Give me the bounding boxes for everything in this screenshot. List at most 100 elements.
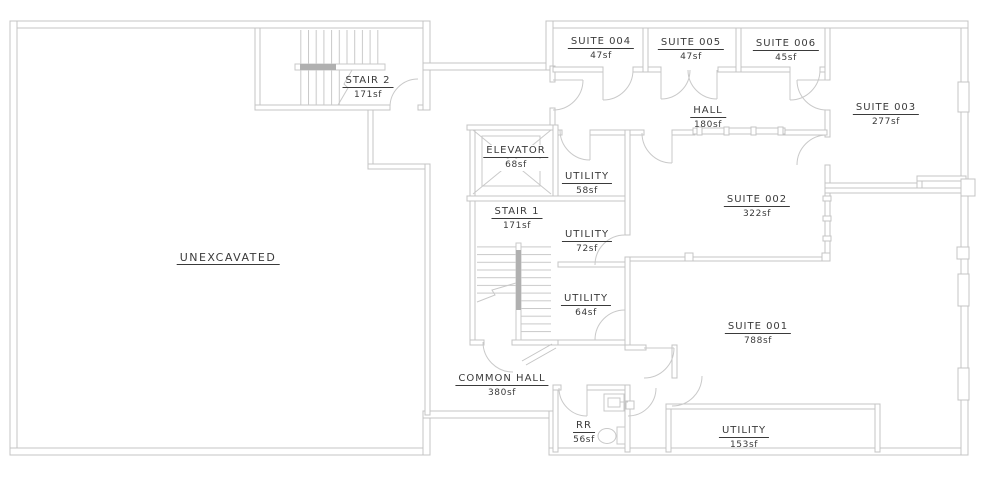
exterior-wall [9, 20, 431, 29]
interior-wall [627, 256, 828, 262]
interior-wall [824, 182, 923, 189]
door-arc-suite-005-right [687, 69, 718, 100]
interior-wall [557, 339, 631, 346]
door-arc-vestibule [627, 387, 657, 417]
exterior-wall [422, 62, 554, 71]
interior-wall [916, 175, 967, 182]
interior-wall [552, 384, 559, 453]
interior-wall [589, 129, 631, 136]
interior-wall [624, 344, 647, 351]
exterior-wall [545, 20, 969, 29]
interior-wall [469, 339, 485, 346]
stair-break-line [337, 69, 353, 106]
door-arc-stair-2 [389, 78, 419, 108]
stair-1-treads [476, 242, 551, 341]
door-arc-suite-001-entry [643, 347, 675, 379]
interior-wall [424, 163, 431, 416]
window [957, 81, 970, 113]
interior-wall [624, 256, 631, 349]
column [625, 400, 635, 410]
restroom-fixtures [597, 393, 628, 445]
window-mullion [723, 126, 730, 136]
exterior-wall [422, 410, 557, 419]
exterior-wall [9, 447, 431, 456]
interior-wall [824, 27, 831, 81]
interior-wall [735, 27, 742, 73]
interior-wall [624, 384, 631, 453]
interior-wall [367, 109, 374, 168]
door-arc-suite-006 [789, 69, 821, 101]
interior-wall [624, 129, 631, 236]
window [692, 127, 786, 135]
interior-wall [642, 27, 649, 73]
door-arc-restroom [558, 387, 588, 417]
window-mullion [822, 215, 832, 222]
door-arc-hall-west [552, 79, 584, 111]
interior-wall [586, 384, 629, 391]
interior-wall [552, 66, 604, 73]
sink-basin [607, 397, 621, 408]
interior-wall [782, 129, 828, 136]
window-mullion [696, 126, 703, 136]
window [956, 246, 970, 260]
interior-wall [665, 403, 881, 410]
interior-wall [552, 124, 559, 202]
window-mullion [822, 235, 832, 242]
toilet-tank [616, 426, 626, 445]
interior-wall [557, 261, 626, 268]
interior-wall [422, 69, 431, 111]
interior-wall [254, 27, 261, 111]
interior-wall [665, 403, 672, 453]
toilet-bowl [597, 428, 617, 444]
door-arc-stair-1 [482, 341, 514, 373]
interior-wall [552, 384, 562, 391]
door-arc-suite-001-inner [671, 375, 703, 407]
door-arc-suite-002-north [641, 132, 673, 164]
stair-2-treads [294, 30, 386, 106]
room-label-unexcavated: UNEXCAVATED [176, 250, 280, 266]
interior-wall [824, 109, 831, 138]
exterior-walls [9, 20, 969, 456]
door-arc-suite-004 [602, 69, 634, 101]
door-arc-suite-002-east [796, 134, 828, 166]
interior-wall [254, 104, 391, 111]
window-mullion [750, 126, 757, 136]
door-arc-utility-72 [594, 234, 626, 266]
door-arc-utility-58 [559, 129, 591, 161]
interior-wall [466, 124, 559, 131]
doors [389, 69, 828, 417]
interior-wall [549, 65, 556, 83]
exterior-wall [545, 20, 554, 71]
door-arc-utility-64 [594, 309, 626, 341]
interior-wall [717, 66, 791, 73]
chamfer-wall [521, 343, 557, 366]
window [957, 367, 970, 401]
interior-wall [367, 163, 431, 170]
column [684, 252, 694, 262]
interior-wall [874, 403, 881, 453]
windows [625, 81, 976, 410]
door-arc-suite-005-left [660, 69, 691, 100]
interior-wall [511, 339, 559, 346]
window-mullion [777, 126, 784, 136]
door-arc-suite-003 [796, 79, 828, 111]
window-mullion [822, 195, 832, 202]
interior-wall [824, 187, 967, 194]
interior-wall [469, 129, 476, 343]
interior-wall [671, 344, 678, 379]
